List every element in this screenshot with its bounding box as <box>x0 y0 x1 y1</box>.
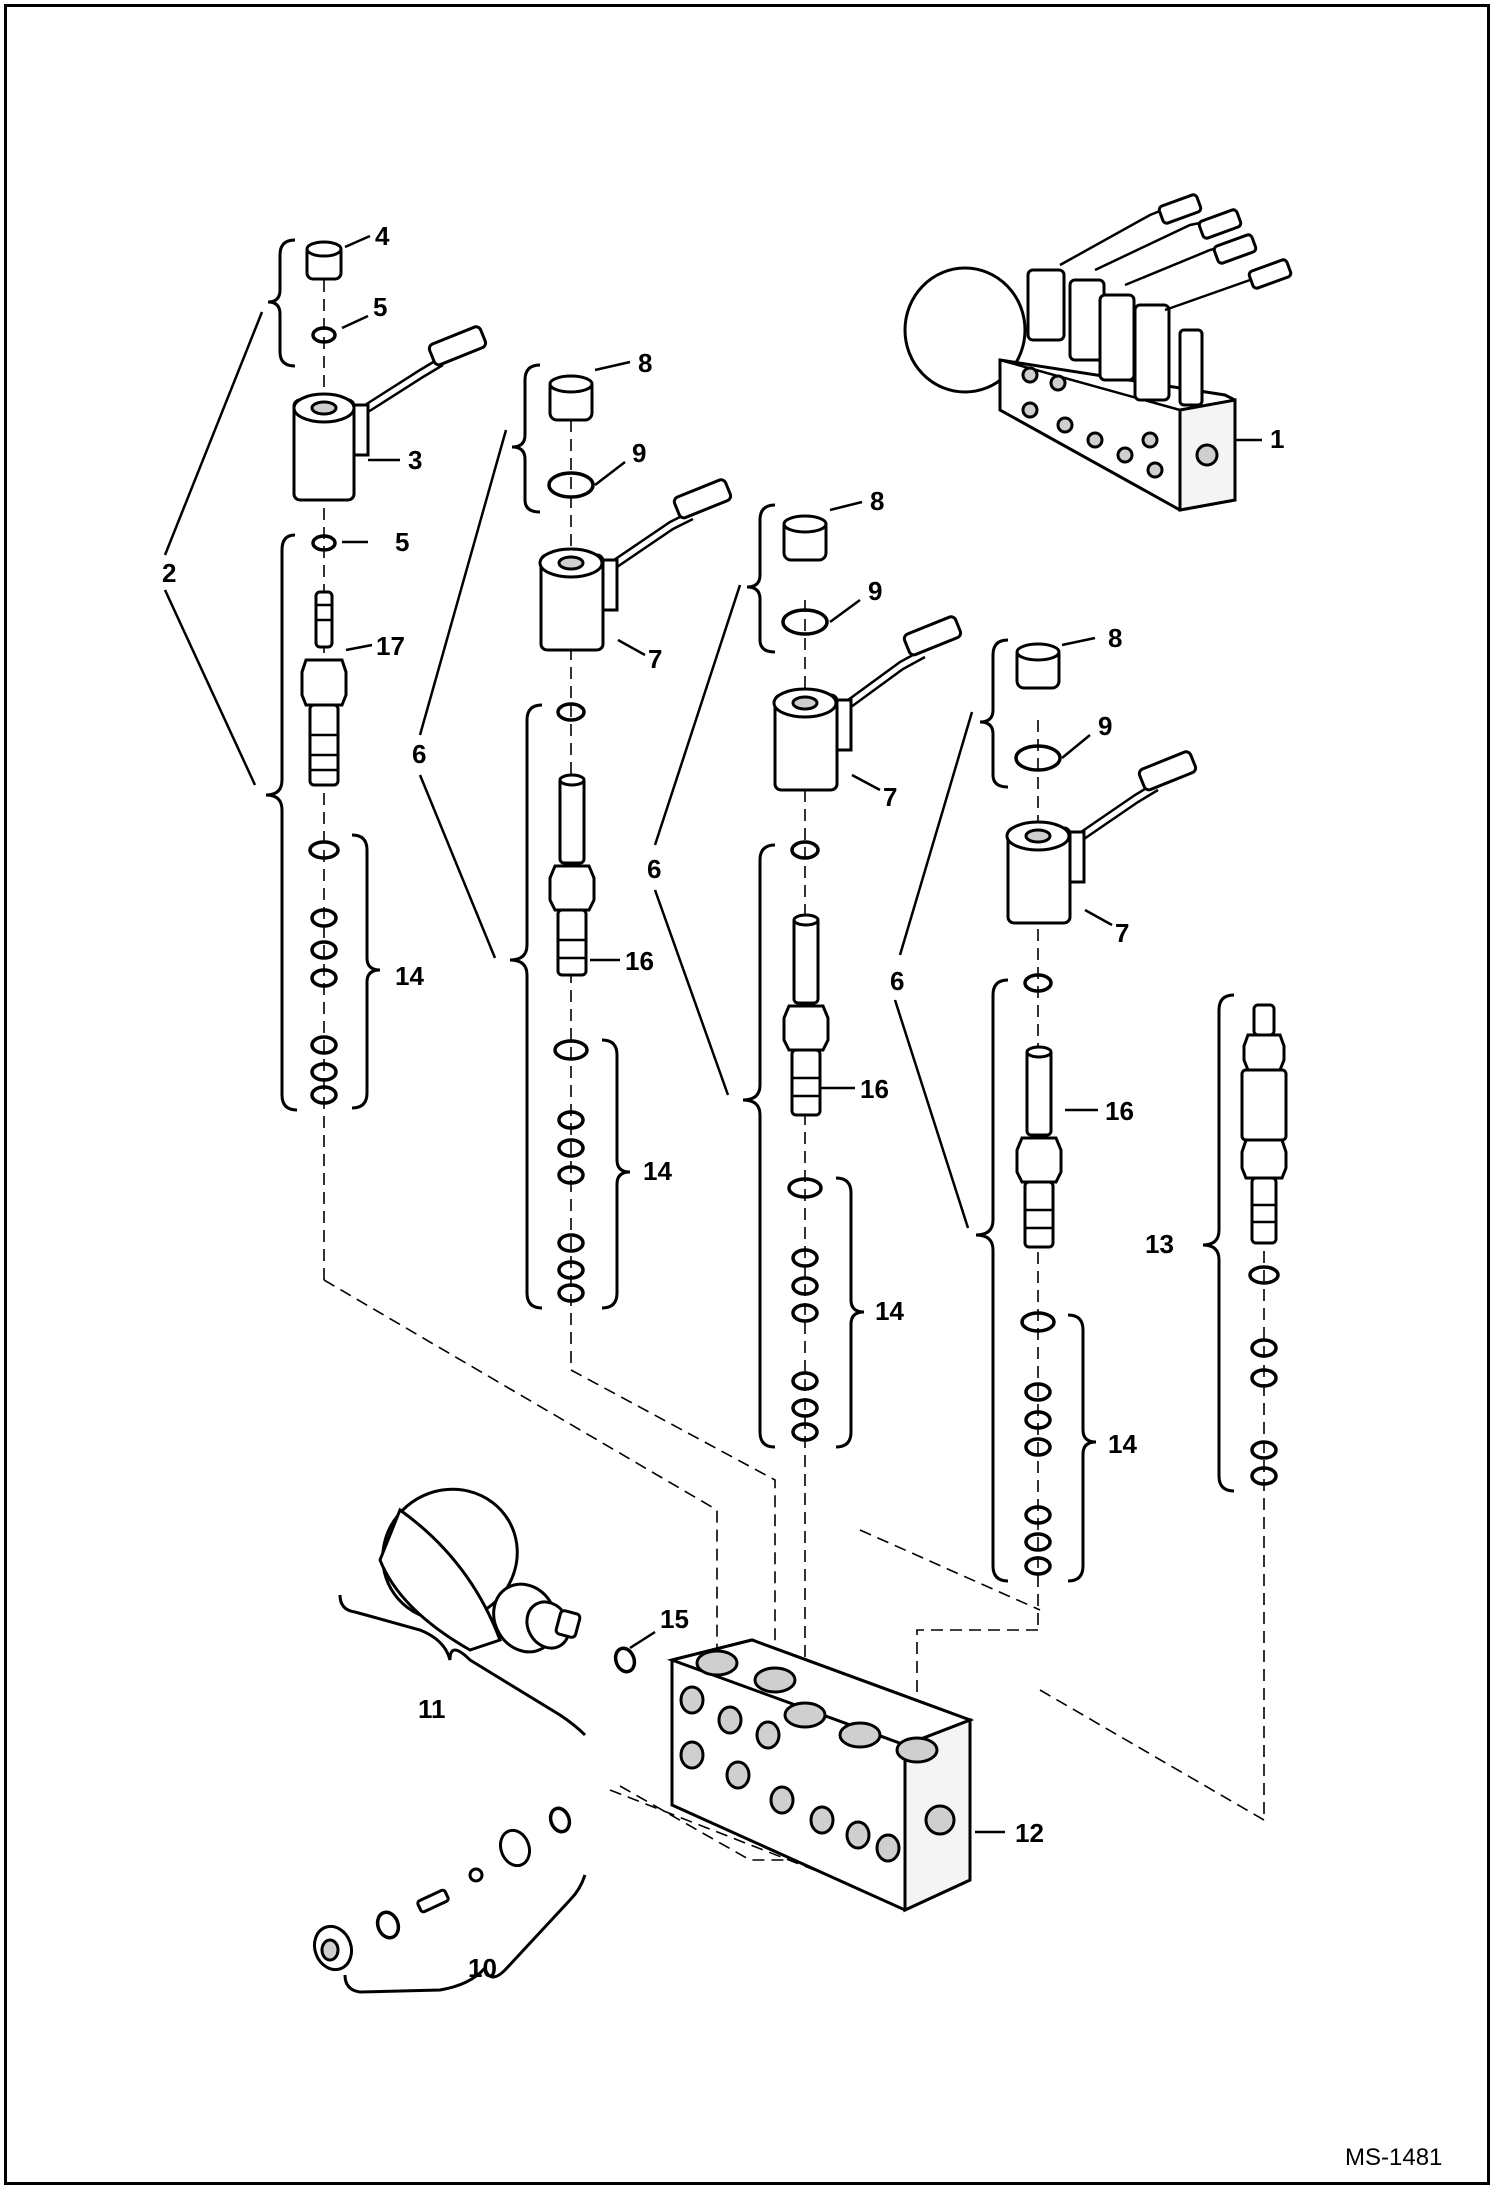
valve-assembly-thumbnail <box>903 193 1293 512</box>
callout-3: 3 <box>408 445 422 475</box>
callout-13: 13 <box>1145 1229 1174 1259</box>
callout-16-d: 16 <box>1105 1096 1134 1126</box>
callout-14-a: 14 <box>395 961 424 991</box>
callout-14-d: 14 <box>1108 1429 1137 1459</box>
callout-15: 15 <box>660 1604 689 1634</box>
callout-8-c: 8 <box>870 486 884 516</box>
column-b-parts <box>538 374 733 1303</box>
drawing-code: MS-1481 <box>1345 2144 1442 2171</box>
callout-8-b: 8 <box>638 348 652 378</box>
callout-9-c: 9 <box>868 576 882 606</box>
leader-lines <box>163 234 1262 1834</box>
accumulator <box>378 1487 637 1674</box>
callout-12: 12 <box>1015 1818 1044 1848</box>
callout-14-c: 14 <box>875 1296 904 1326</box>
callout-7-d: 7 <box>1115 918 1129 948</box>
callout-6-c: 6 <box>647 854 661 884</box>
callout-1: 1 <box>1270 424 1284 454</box>
callout-6-b: 6 <box>412 739 426 769</box>
callout-5-lower: 5 <box>395 527 409 557</box>
callout-5-upper: 5 <box>373 292 387 322</box>
braces <box>265 238 1235 1994</box>
callout-labels: 1 2 3 4 5 5 17 14 8 9 6 7 16 14 8 9 6 7 … <box>162 221 1284 1983</box>
callout-2: 2 <box>162 558 176 588</box>
callout-10: 10 <box>468 1953 497 1983</box>
callout-7-b: 7 <box>648 644 662 674</box>
callout-16-c: 16 <box>860 1074 889 1104</box>
callout-6-d: 6 <box>890 966 904 996</box>
manifold-block <box>666 1638 975 1913</box>
callout-4: 4 <box>375 221 390 251</box>
callout-16-b: 16 <box>625 946 654 976</box>
column-e-parts <box>1240 1003 1288 1486</box>
column-c-parts <box>772 514 963 1442</box>
column-d-parts <box>1005 642 1198 1576</box>
column-a-parts <box>292 240 488 1105</box>
callout-9-b: 9 <box>632 438 646 468</box>
callout-9-d: 9 <box>1098 711 1112 741</box>
callout-14-b: 14 <box>643 1156 672 1186</box>
check-valve-parts <box>312 1806 572 1972</box>
callout-11: 11 <box>418 1694 446 1724</box>
callout-8-d: 8 <box>1108 623 1122 653</box>
callout-7-c: 7 <box>883 782 897 812</box>
callout-17: 17 <box>376 631 405 661</box>
